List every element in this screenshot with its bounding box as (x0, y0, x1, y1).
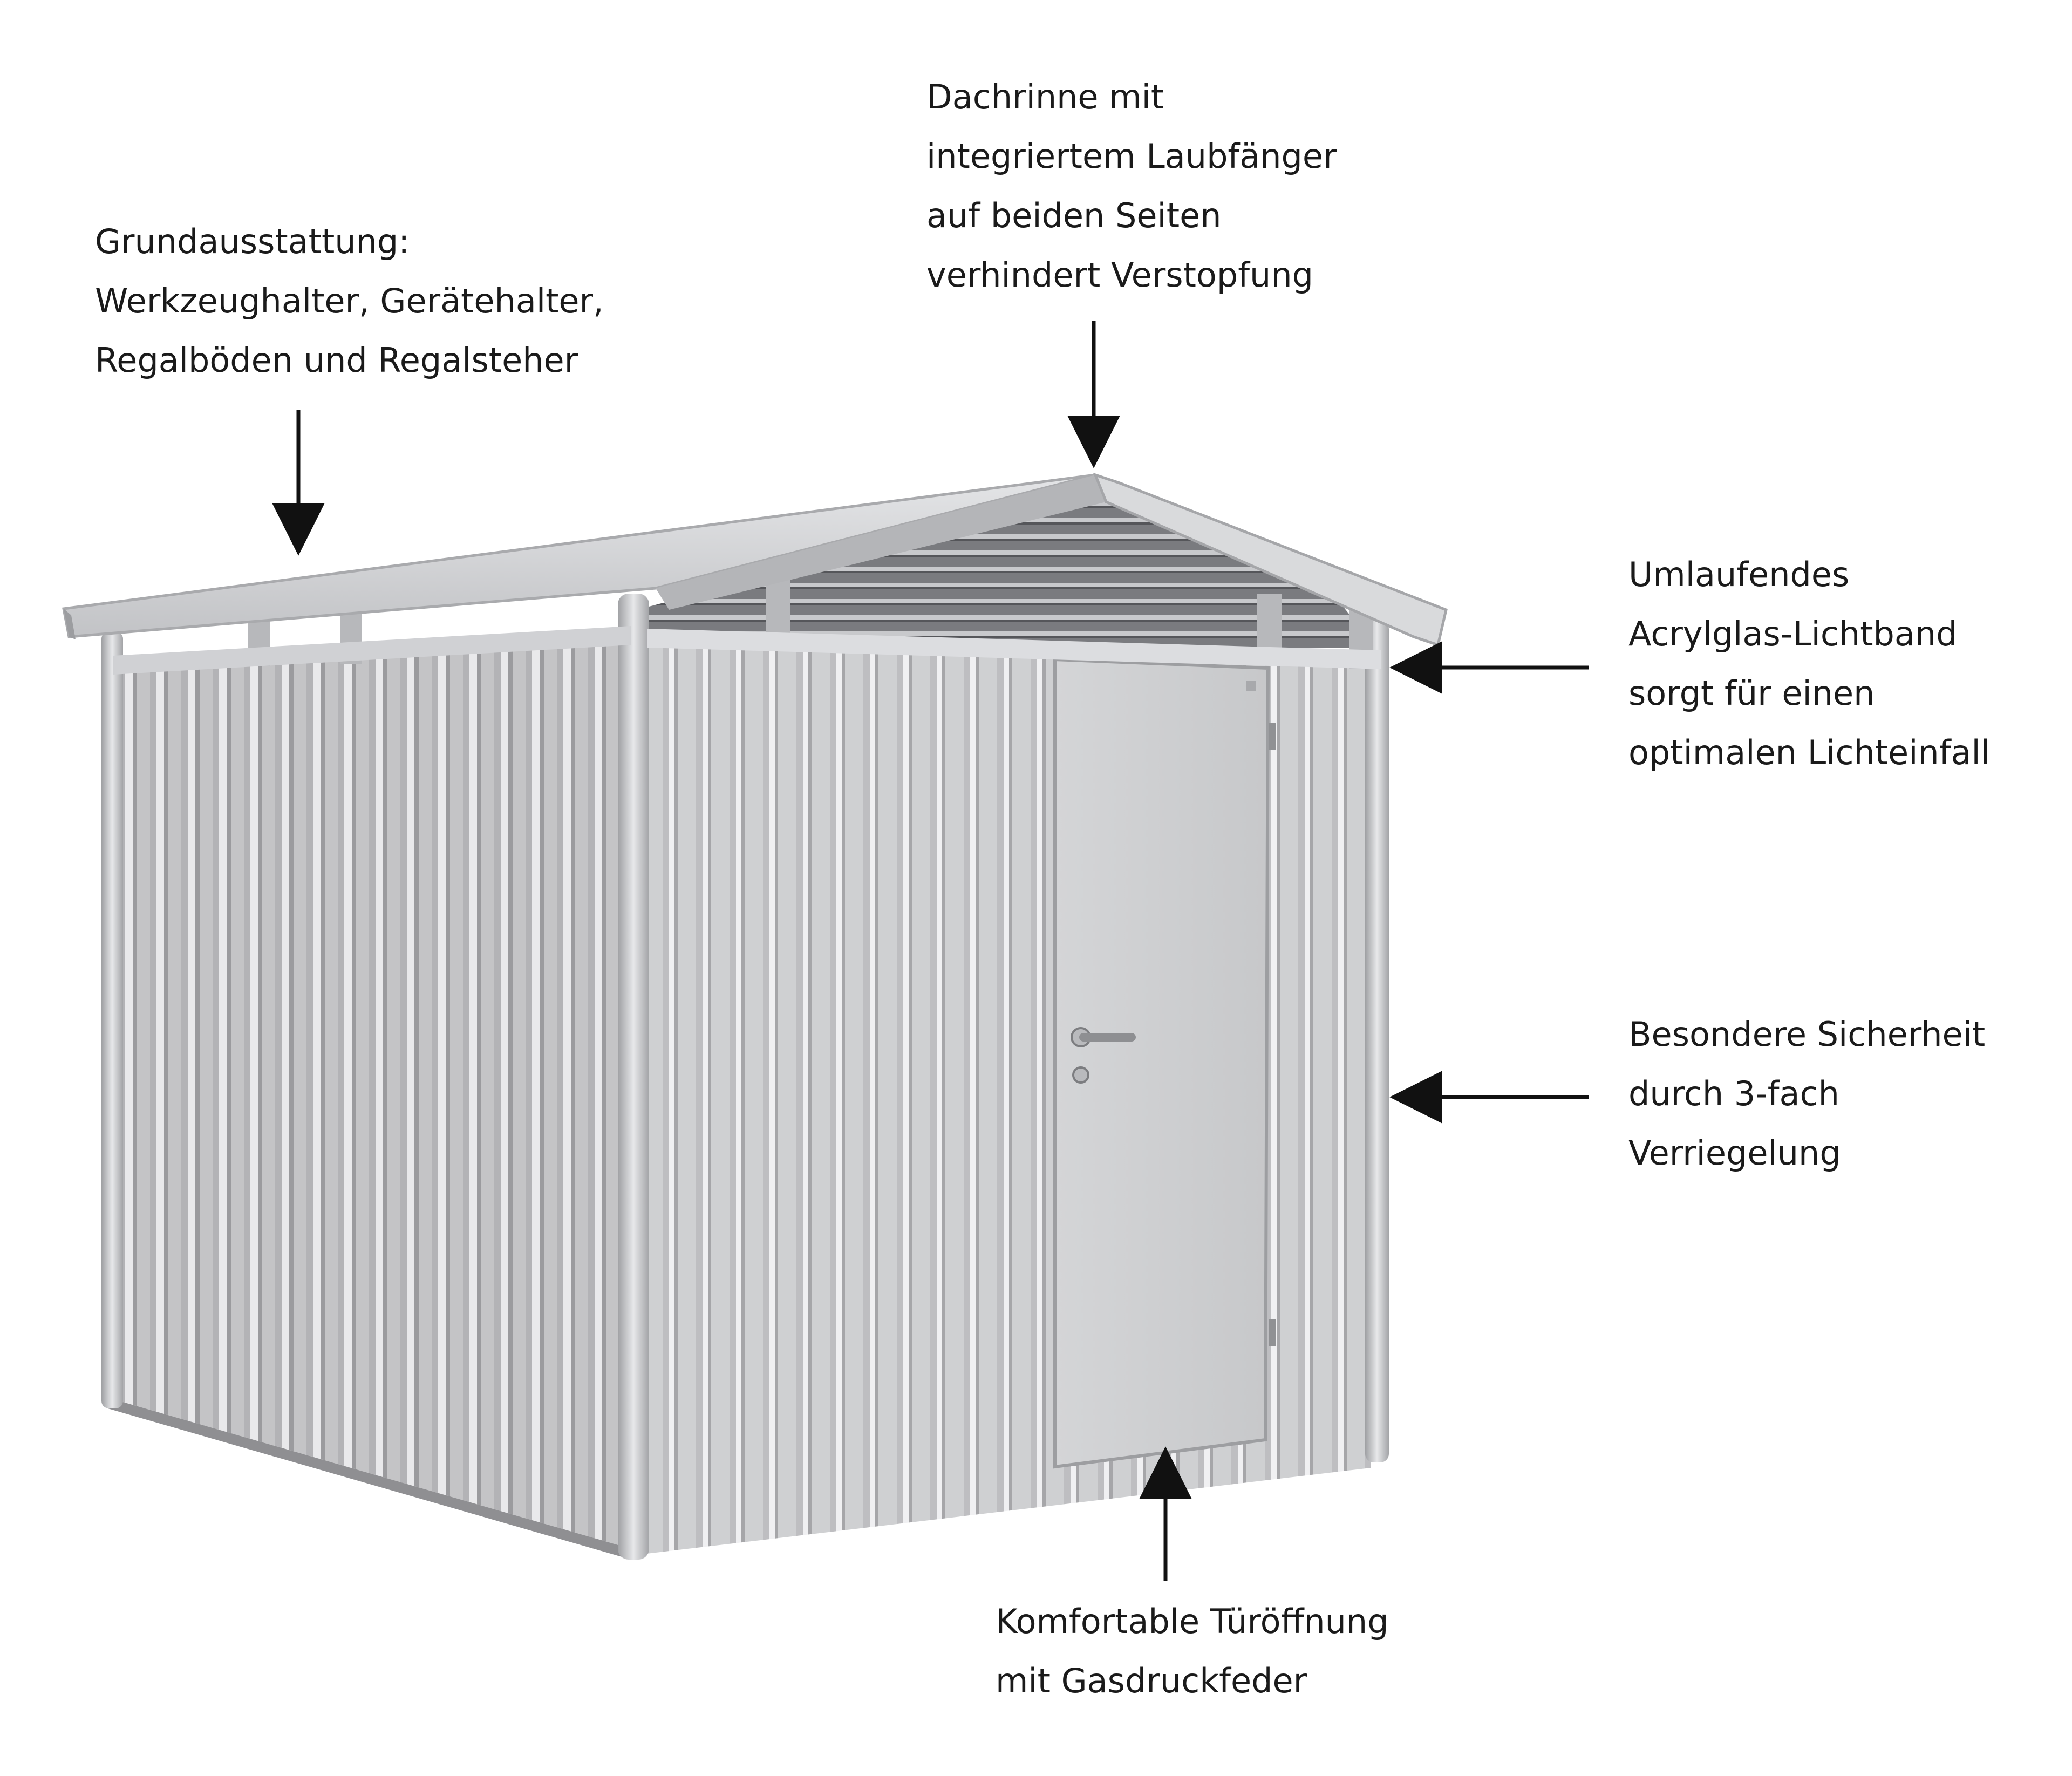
left-wall-shade (108, 1398, 631, 1560)
callout-basic-equipment: Grundausstattung: Werkzeughalter, Geräte… (95, 212, 604, 390)
callout-line: sorgt für einen (1628, 673, 1875, 713)
callout-line: Umlaufendes (1628, 555, 1850, 594)
corner-post-front-left (618, 594, 649, 1560)
callout-line: durch 3-fach (1628, 1074, 1839, 1113)
callout-line: integriertem Laubfänger (926, 137, 1337, 176)
callout-line: Komfortable Türöffnung (996, 1602, 1389, 1641)
door-badge (1246, 681, 1256, 691)
callout-skylight: Umlaufendes Acrylglas-Lichtband sorgt fü… (1628, 545, 1990, 782)
door-hinge-top (1269, 723, 1276, 750)
door-handle-icon (1071, 1027, 1136, 1084)
callout-door: Komfortable Türöffnung mit Gasdruckfeder (996, 1592, 1389, 1711)
callout-gutter: Dachrinne mit integriertem Laubfänger au… (926, 67, 1337, 305)
callout-line: Dachrinne mit (926, 77, 1164, 117)
front-top-rail (648, 629, 1381, 669)
callout-line: Werkzeughalter, Gerätehalter, (95, 281, 604, 321)
roof-gable-edge (656, 475, 1106, 610)
side-top-rail (113, 626, 631, 675)
left-side-wall (108, 639, 631, 1549)
callout-line: Verriegelung (1628, 1133, 1841, 1173)
roof-gutter (64, 609, 76, 639)
callout-line: optimalen Lichteinfall (1628, 733, 1990, 772)
callout-line: mit Gasdruckfeder (996, 1661, 1307, 1700)
door-hinge-bottom (1269, 1319, 1276, 1346)
corner-post-front-right (1365, 621, 1389, 1462)
callout-security: Besondere Sicherheit durch 3-fach Verrie… (1628, 1005, 1985, 1183)
callout-line: verhindert Verstopfung (926, 255, 1313, 295)
door-panel (1053, 657, 1270, 1469)
callout-line: auf beiden Seiten (926, 196, 1222, 235)
callout-line: Acrylglas-Lichtband (1628, 614, 1958, 654)
callout-line: Regalböden und Regalsteher (95, 341, 578, 380)
corner-post-back-left (101, 631, 123, 1408)
callout-line: Grundausstattung: (95, 222, 410, 261)
callout-line: Besondere Sicherheit (1628, 1015, 1986, 1054)
